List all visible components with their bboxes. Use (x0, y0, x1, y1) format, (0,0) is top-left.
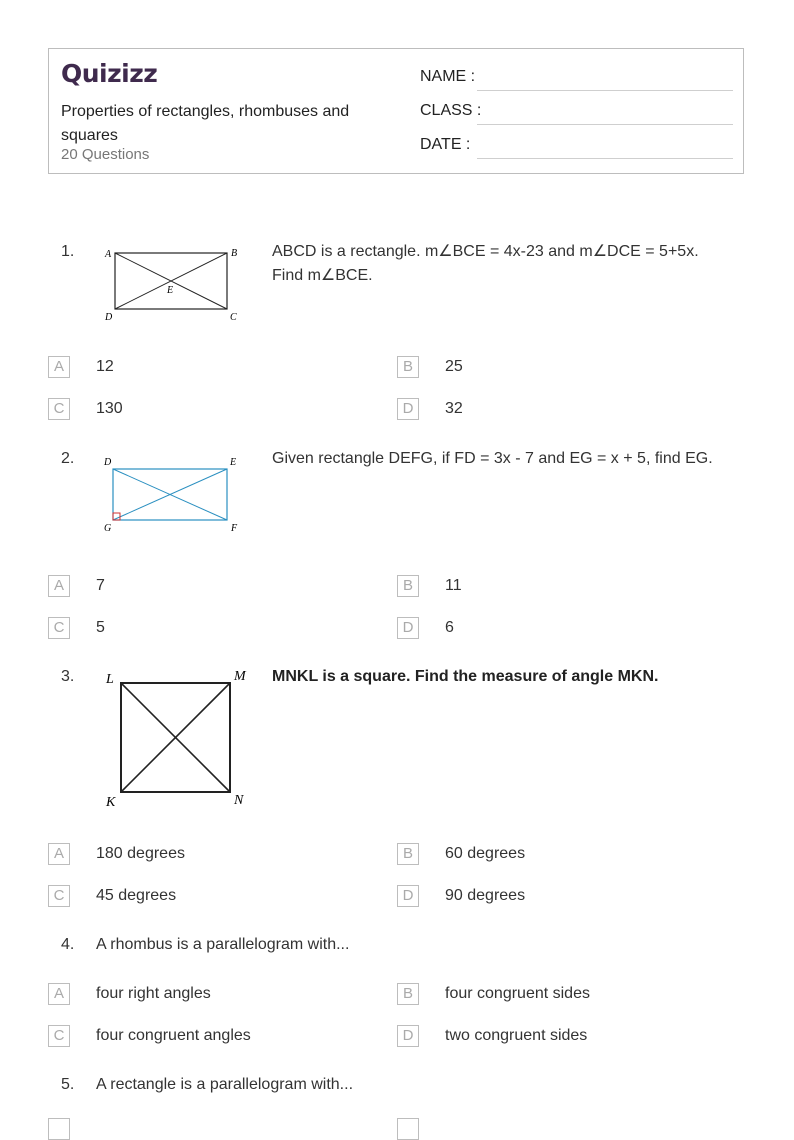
option-letter-box[interactable]: B (397, 843, 419, 865)
vertex-label-b: B (231, 248, 237, 259)
vertex-label-d: D (103, 457, 112, 468)
diagonal-mk (120, 682, 231, 793)
question-text: A rhombus is a parallelogram with... (96, 936, 350, 953)
worksheet-header: Quizizz Properties of rectangles, rhombu… (48, 48, 744, 174)
option-letter-box[interactable]: A (48, 843, 70, 865)
option-text[interactable]: 5 (96, 619, 105, 636)
vertex-label-f: F (230, 523, 238, 534)
option-text[interactable]: two congruent sides (445, 1027, 588, 1044)
option-letter-box[interactable]: D (397, 398, 419, 420)
question-text: ABCD is a rectangle. m∠BCE = 4x-23 and m… (272, 243, 699, 284)
diagonal-bd (114, 252, 228, 310)
option-text[interactable]: 11 (445, 577, 462, 594)
class-line[interactable] (477, 124, 733, 125)
option-text[interactable]: 6 (445, 619, 454, 636)
option-letter-box[interactable]: D (397, 885, 419, 907)
option-letter-box[interactable]: B (397, 983, 419, 1005)
question-text: MNKL is a square. Find the measure of an… (272, 668, 659, 685)
right-angle-marker (112, 512, 121, 521)
intersection-label-e: E (166, 285, 173, 296)
vertex-label-e: E (229, 457, 236, 468)
square-outline (120, 682, 231, 793)
vertex-label-k: K (105, 795, 116, 810)
option-letter-box[interactable]: C (48, 1025, 70, 1047)
vertex-label-l: L (105, 672, 114, 687)
rectangle-outline (112, 468, 228, 521)
option-text[interactable]: 12 (96, 358, 114, 375)
rectangle-outline (114, 252, 228, 310)
option-text[interactable]: 180 degrees (96, 845, 185, 862)
option-letter-box[interactable]: C (48, 885, 70, 907)
question-number: 2. (61, 450, 75, 467)
question-count: 20 Questions (61, 146, 150, 163)
option-letter-box[interactable]: A (48, 983, 70, 1005)
option-letter-box[interactable]: D (397, 617, 419, 639)
vertex-label-a: A (104, 249, 112, 260)
date-label: DATE : (420, 136, 471, 153)
option-text[interactable]: 60 degrees (445, 845, 526, 862)
vertex-label-g: G (104, 523, 111, 534)
question-number: 4. (61, 936, 75, 953)
question-text: A rectangle is a parallelogram with... (96, 1076, 354, 1093)
vertex-label-m: M (233, 669, 247, 684)
question-number: 1. (61, 243, 75, 260)
diagonal-eg (112, 468, 228, 521)
option-letter-box[interactable]: D (397, 1025, 419, 1047)
date-line[interactable] (477, 158, 733, 159)
option-letter-box[interactable] (397, 1118, 419, 1140)
option-letter-box[interactable]: A (48, 356, 70, 378)
rectangle-defg-figure: D E F G (103, 457, 238, 534)
name-field[interactable]: NAME : (420, 68, 733, 92)
option-text[interactable]: 25 (445, 358, 463, 375)
name-label: NAME : (420, 68, 476, 85)
question-text: Given rectangle DEFG, if FD = 3x - 7 and… (272, 450, 713, 467)
vertex-label-d: D (104, 312, 113, 323)
option-text[interactable]: 130 (96, 400, 123, 417)
option-letter-box[interactable]: C (48, 398, 70, 420)
rectangle-abcd-figure: A B C D E (104, 248, 237, 323)
option-letter-box[interactable] (48, 1118, 70, 1140)
square-mnkl-figure: L M K N (105, 669, 247, 810)
option-text[interactable]: four congruent angles (96, 1027, 251, 1044)
option-text[interactable]: 32 (445, 400, 463, 417)
quizizz-logo: Quizizz (61, 59, 158, 88)
option-text[interactable]: four right angles (96, 985, 211, 1002)
option-text[interactable]: four congruent sides (445, 985, 590, 1002)
vertex-label-c: C (230, 312, 237, 323)
option-letter-box[interactable]: B (397, 356, 419, 378)
class-label: CLASS : (420, 102, 482, 119)
option-text[interactable]: 45 degrees (96, 887, 177, 904)
worksheet-title: Properties of rectangles, rhombuses and … (61, 103, 350, 144)
option-letter-box[interactable]: B (397, 575, 419, 597)
class-field[interactable]: CLASS : (420, 102, 733, 126)
date-field[interactable]: DATE : (420, 136, 733, 160)
option-letter-box[interactable]: A (48, 575, 70, 597)
option-text[interactable]: 7 (96, 577, 105, 594)
question-number: 3. (61, 668, 75, 685)
name-line[interactable] (477, 90, 733, 91)
question-number: 5. (61, 1076, 75, 1093)
option-letter-box[interactable]: C (48, 617, 70, 639)
vertex-label-n: N (233, 793, 244, 808)
option-text[interactable]: 90 degrees (445, 887, 526, 904)
